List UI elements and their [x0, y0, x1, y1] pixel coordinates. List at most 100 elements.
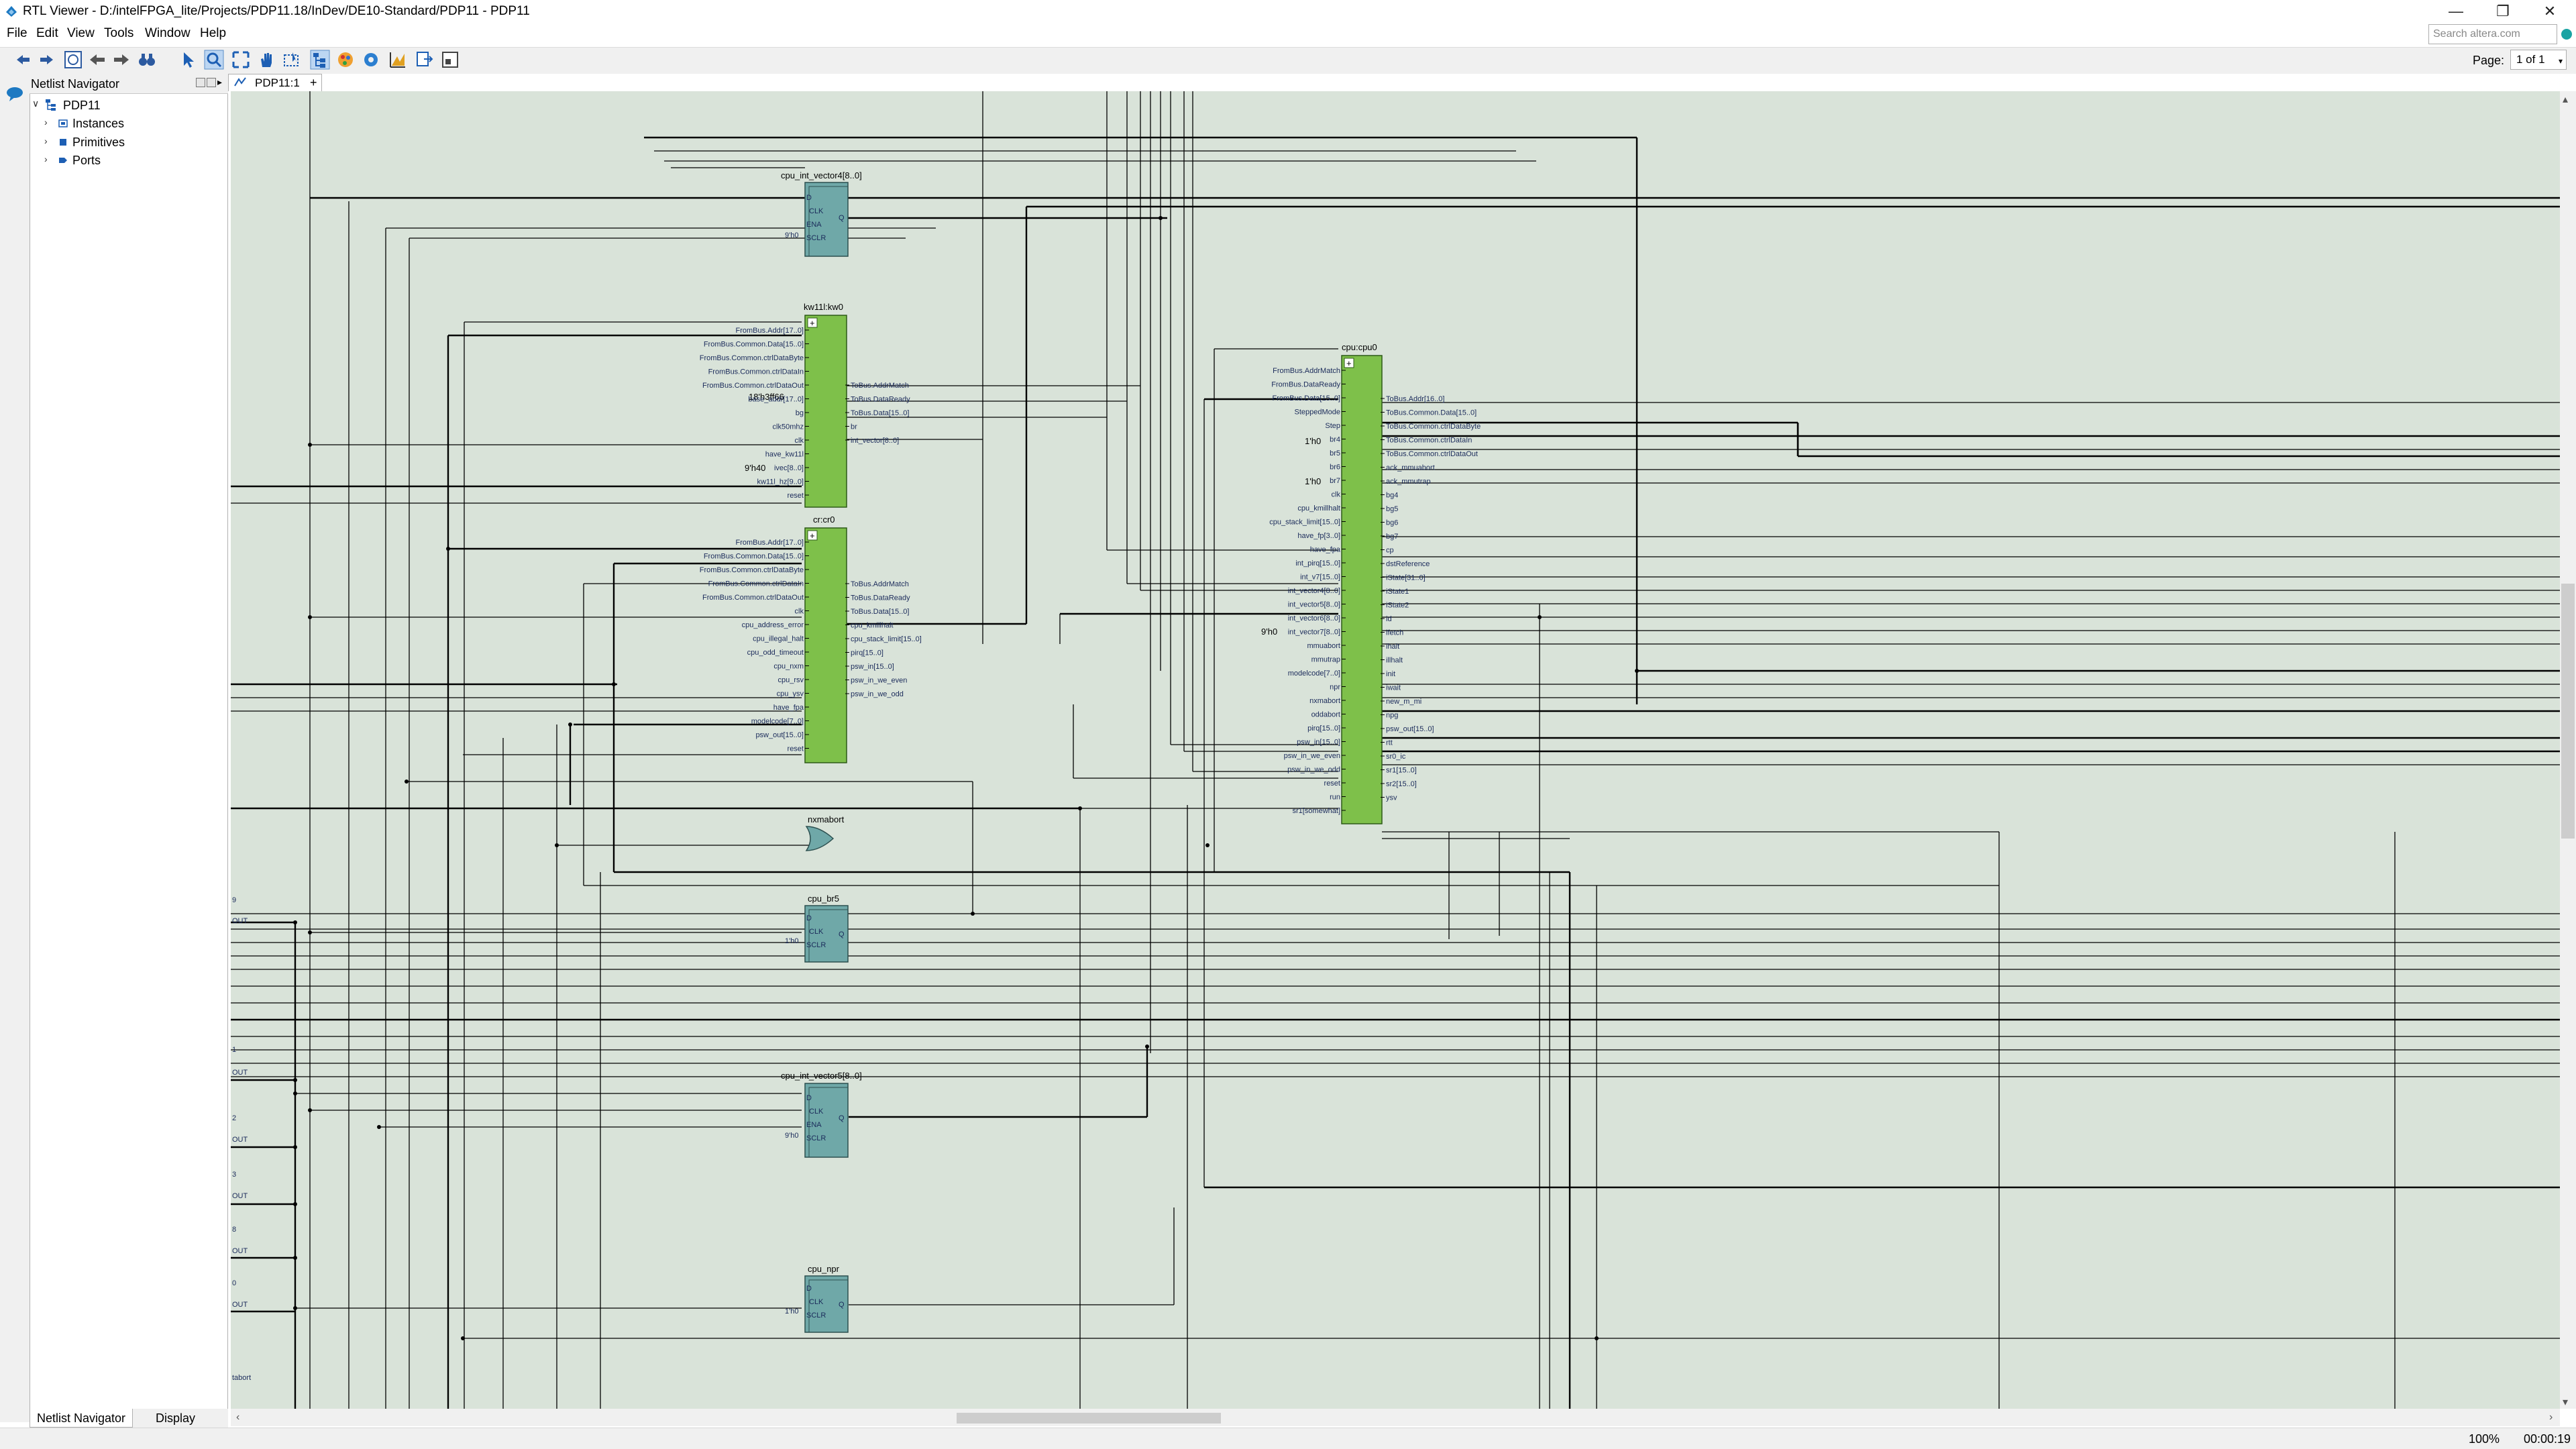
schematic-canvas[interactable]: cpu_int_vector4[8..0] D CLK ENA SCLR Q 9… [231, 91, 2560, 1409]
module-cpu-cpu0[interactable]: + cpu:cpu0 1'h0 1'h0 9'h0 [1261, 342, 1383, 824]
cpu-expand-icon: + [1346, 358, 1352, 368]
cr-pin-out-3: cpu_kmillhalt [851, 622, 894, 630]
chart-tool-icon[interactable] [388, 50, 408, 70]
cpu-pin-in-30: reset [1324, 780, 1340, 788]
vec4-pin-sclr: SCLR [806, 234, 826, 242]
tree-expand-icon[interactable]: › [44, 136, 48, 146]
npr-pin-clk: CLK [809, 1298, 824, 1306]
cpu-pin-out-3: ToBus.Common.ctrlDataIn [1386, 437, 1472, 445]
gate-nxmabort[interactable]: nxmabort [805, 814, 845, 851]
horizontal-scrollbar[interactable] [231, 1409, 2560, 1426]
br5-pin-q: Q [839, 930, 845, 938]
cpu-pin-out-2: ToBus.Common.ctrlDataByte [1386, 423, 1481, 431]
cpu-pin-in-2: FromBus.Data[15..0] [1273, 394, 1341, 402]
hierarchy-view-icon[interactable] [310, 50, 330, 70]
refresh-icon[interactable] [63, 50, 83, 70]
find-binoculars-icon[interactable] [137, 50, 157, 70]
instances-icon [58, 119, 68, 127]
scroll-right-icon[interactable]: › [2549, 1411, 2553, 1423]
module-cr-cr0[interactable]: + cr:cr0 [804, 515, 847, 763]
help-icon[interactable] [2561, 29, 2572, 40]
menu-edit[interactable]: Edit [36, 26, 58, 40]
kw11-pin-out-2: ToBus.Data[15..0] [851, 409, 909, 417]
menu-bar [0, 23, 2576, 47]
zoom-tool-icon[interactable] [204, 50, 224, 70]
hand-pan-icon[interactable] [256, 50, 276, 70]
register-cpu-npr[interactable]: cpu_npr D CLK SCLR Q 1'h0 [785, 1264, 849, 1333]
horizontal-scroll-thumb[interactable] [957, 1413, 1221, 1424]
elapsed-time: 00:00:19 [2524, 1432, 2571, 1446]
vertical-scroll-thumb[interactable] [2561, 584, 2575, 839]
page-select[interactable]: 1 of 1 [2510, 50, 2567, 70]
module-kw11l-kw0[interactable]: + kw11l:kw0 18'h3ff66 9'h40 [745, 302, 847, 508]
float-panel-icon[interactable] [207, 78, 216, 87]
title-bar [0, 0, 2576, 23]
cr-title: cr:cr0 [813, 515, 835, 525]
menu-window[interactable]: Window [145, 26, 191, 40]
kw11-pin-in-10: ivec[8..0] [774, 464, 804, 472]
cpu-pin-in-27: psw_in[15..0] [1297, 739, 1340, 747]
cpu-pin-out-8: bg5 [1386, 505, 1398, 513]
close-button[interactable]: ✕ [2543, 3, 2557, 19]
scroll-down-icon[interactable]: ▾ [2563, 1397, 2569, 1408]
cpu-pin-out-11: cp [1386, 547, 1394, 555]
minimize-button[interactable]: — [2449, 3, 2463, 19]
register-cpu-br5[interactable]: cpu_br5 D CLK SCLR Q 1'h0 [785, 894, 849, 963]
vec5-pin-d: D [806, 1094, 812, 1102]
pin-panel-icon[interactable] [196, 78, 205, 87]
add-tab-button[interactable]: + [310, 76, 317, 89]
messages-icon[interactable] [5, 86, 24, 102]
cr-pin-in-14: psw_out[15..0] [755, 731, 804, 739]
menu-help[interactable]: Help [200, 26, 227, 40]
cpu-pin-in-17: int_vector5[8..0] [1288, 601, 1340, 609]
status-bar [0, 1428, 2576, 1449]
search-input[interactable]: Search altera.com [2428, 24, 2557, 44]
cr-pin-in-8: cpu_odd_timeout [747, 649, 804, 657]
register-cpu-int-vector5[interactable]: cpu_int_vector5[8..0] D CLK ENA SCLR Q 9… [781, 1071, 862, 1158]
kw11-pin-in-1: FromBus.Common.Data[15..0] [704, 341, 804, 349]
gear-settings-icon[interactable] [361, 50, 381, 70]
select-pointer-icon[interactable] [178, 50, 199, 70]
chevron-down-icon[interactable]: ▾ [2559, 56, 2563, 66]
cpu-pin-out-17: ifetch [1386, 629, 1403, 637]
menu-view[interactable]: View [67, 26, 95, 40]
cr-pin-in-13: modelcode[7..0] [751, 718, 804, 726]
tab-display[interactable]: Display [156, 1411, 196, 1425]
partial-select-icon[interactable] [282, 50, 302, 70]
scroll-left-icon[interactable]: ‹ [236, 1411, 240, 1423]
cr-pin-in-0: FromBus.Addr[17..0] [736, 539, 804, 547]
tree-collapse-icon[interactable]: ∨ [32, 98, 40, 109]
back-icon[interactable] [13, 50, 34, 70]
color-settings-icon[interactable] [335, 50, 356, 70]
cpu-const-br4: 1'h0 [1305, 436, 1321, 446]
tree-root-pdp11[interactable]: PDP11 [63, 99, 101, 112]
cpu-pin-in-12: have_fp[3..0] [1297, 532, 1340, 540]
tree-expand-icon[interactable]: › [44, 117, 48, 127]
tab-pdp11-page[interactable] [228, 74, 322, 91]
tab-netlist-navigator[interactable]: Netlist Navigator [30, 1409, 133, 1428]
cpu-pin-out-23: npg [1386, 712, 1398, 720]
export-view-icon[interactable] [415, 50, 435, 70]
fit-window-icon[interactable] [231, 50, 251, 70]
previous-page-icon[interactable] [87, 50, 107, 70]
restore-button[interactable]: ❐ [2496, 3, 2510, 19]
next-page-icon[interactable] [111, 50, 131, 70]
vec5-pin-ena: ENA [806, 1121, 822, 1129]
cpu-pin-out-7: bg4 [1386, 492, 1398, 500]
tree-expand-icon[interactable]: › [44, 154, 48, 164]
menu-file[interactable]: File [7, 26, 28, 40]
tree-item-instances[interactable]: Instances [72, 117, 125, 130]
br5-pin-d: D [806, 914, 812, 922]
page-label: Page: [2473, 54, 2505, 67]
register-cpu-int-vector4[interactable]: cpu_int_vector4[8..0] D CLK ENA SCLR Q 9… [781, 170, 862, 257]
panel-menu-icon[interactable]: ▸ [217, 76, 223, 87]
menu-tools[interactable]: Tools [104, 26, 134, 40]
cpu-pin-out-4: ToBus.Common.ctrlDataOut [1386, 450, 1478, 458]
scroll-up-icon[interactable]: ▴ [2563, 94, 2569, 105]
tree-item-primitives[interactable]: Primitives [72, 136, 125, 149]
netlist-export-icon[interactable] [440, 50, 460, 70]
kw11-pin-in-5: base_addr[17..0] [748, 396, 804, 404]
cr-pin-in-12: have_fpa [773, 704, 804, 712]
forward-icon[interactable] [36, 50, 56, 70]
tree-item-ports[interactable]: Ports [72, 154, 101, 167]
